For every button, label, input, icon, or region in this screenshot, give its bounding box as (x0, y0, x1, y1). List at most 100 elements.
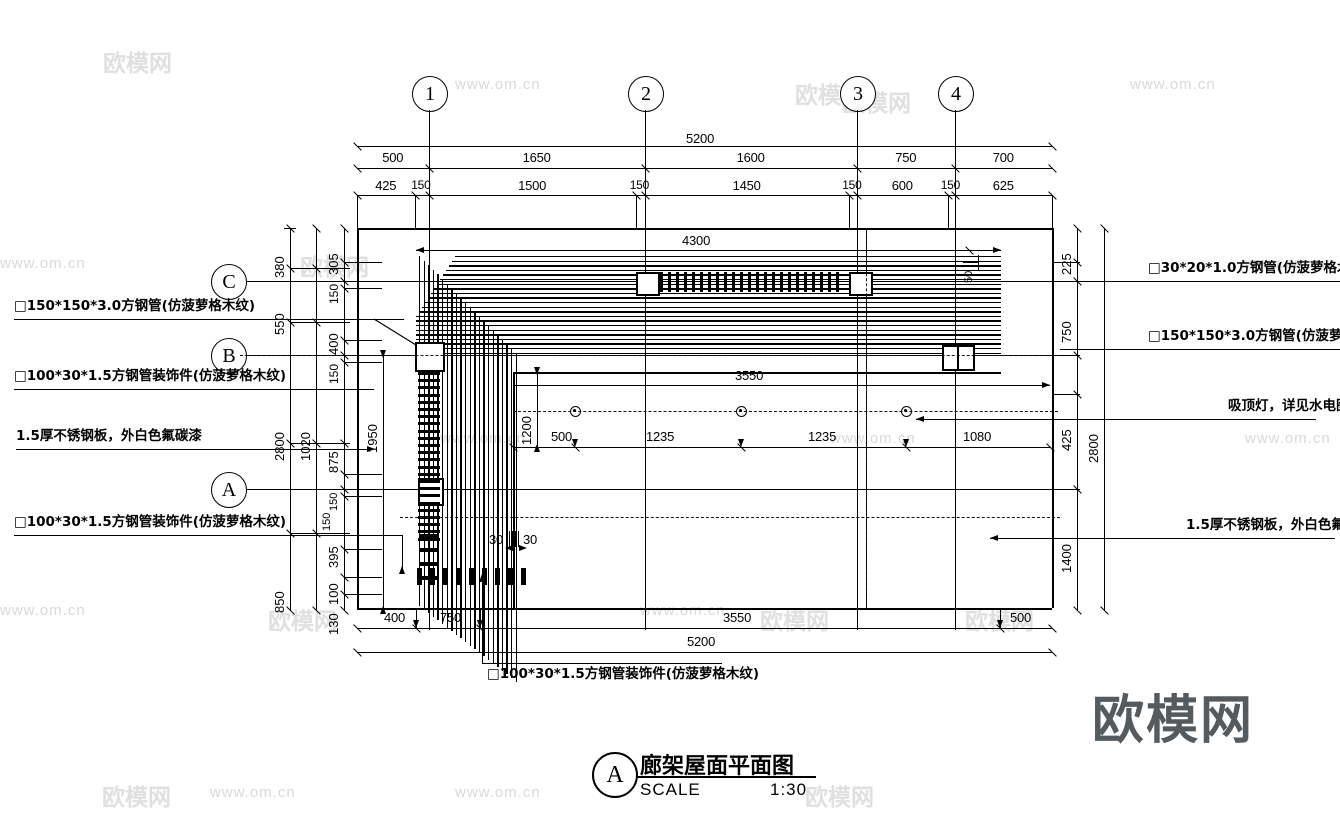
deco-tube-left-8 (418, 429, 440, 433)
centerline-A-low (400, 517, 1060, 518)
dimline-top-row2 (357, 195, 1052, 196)
dim-left-400: 400 (326, 333, 341, 355)
deco-tube-c-21 (828, 272, 831, 292)
dim-arrow (737, 439, 744, 447)
dim-left-875: 875 (326, 451, 341, 473)
roof-slat-vlow-9 (460, 360, 462, 605)
bubble-stem (955, 110, 956, 130)
ceiling-edge-left (513, 372, 515, 608)
dim-top-row2-0: 425 (375, 178, 397, 193)
ext-line (344, 262, 382, 263)
ext-line (357, 195, 358, 229)
dim-arrow (519, 544, 527, 551)
deco-tube-c-14 (772, 272, 775, 292)
ext-line (1000, 608, 1001, 628)
dimline-left-mid (316, 228, 317, 610)
bubble-stem (645, 110, 646, 130)
dimline-3550 (513, 385, 1050, 386)
dim-lamp-1235a: 1235 (646, 429, 675, 444)
dim-arrow (416, 246, 424, 253)
dim-arrow (916, 415, 924, 422)
dim-left-150b: 150 (327, 363, 341, 384)
deco-tube-c-1 (668, 272, 671, 292)
deco-tube-left-9 (418, 436, 440, 440)
bubble-stem (857, 110, 858, 130)
leader-bottom-v (482, 568, 483, 663)
dim-left-150d: 150 (321, 512, 333, 531)
ext-line (1052, 394, 1080, 395)
ext-line (1052, 355, 1080, 356)
deco-tube-row-2 (443, 568, 448, 585)
post-column-c3 (849, 272, 873, 296)
annotation-right-1: □150*150*3.0方钢管(仿菠萝格木纹) (1148, 328, 1340, 344)
watermark-url-7: www.om.cn (640, 602, 726, 619)
deco-tube-left-7 (418, 422, 440, 426)
dim-lamp-1235b: 1235 (808, 429, 837, 444)
dim-lamp-500: 500 (551, 429, 573, 444)
ext-line (1052, 195, 1053, 229)
leader-left-3v (402, 535, 403, 570)
ext-line (1052, 262, 1080, 263)
roof-slat-h-12 (419, 311, 1001, 313)
dim-left-130: 130 (326, 613, 341, 635)
deco-tube-left-22 (418, 530, 440, 534)
title-underline (636, 776, 816, 778)
dim-left-100: 100 (326, 583, 341, 605)
watermark-url-9: www.om.cn (455, 784, 541, 801)
deco-tube-c-12 (756, 272, 759, 292)
deco-tube-left-12 (418, 458, 440, 462)
roof-slat-h-19 (416, 343, 1001, 345)
deco-tube-left-23 (418, 537, 440, 541)
deco-tube-left-21 (418, 523, 440, 527)
dim-small-50: 50 (963, 270, 975, 283)
dim-left-150a: 150 (327, 283, 341, 304)
ext-line (344, 362, 382, 363)
deco-tube-c-9 (732, 272, 735, 292)
ext-line (290, 443, 350, 444)
roof-slat-vlow-16 (492, 360, 494, 605)
deco-tube-row-1 (430, 568, 435, 585)
deco-tube-c-18 (804, 272, 807, 292)
roof-slat-vlow-12 (474, 360, 476, 605)
dim-top-row2-2: 1500 (518, 178, 547, 193)
roof-slat-h-1 (452, 260, 1001, 262)
roof-slat-h-8 (431, 292, 1001, 295)
centerline-aux (866, 228, 867, 608)
dim-top-row1-0: 500 (382, 150, 404, 165)
deco-tube-bl-0 (420, 534, 438, 538)
dim-bottom-400: 400 (384, 610, 406, 625)
leader-left-0 (14, 319, 404, 320)
watermark-url-8: www.om.cn (210, 784, 296, 801)
ext-line (415, 195, 416, 229)
roof-slat-h-14 (416, 320, 1001, 322)
ext-line (1052, 489, 1080, 490)
ext-line (344, 340, 382, 341)
watermark-url-2: www.om.cn (0, 255, 86, 272)
annotation-right-2: 吸顶灯，详见水电图 (1228, 398, 1340, 414)
dim-top-row2-6: 600 (891, 178, 913, 193)
dim-arrow (367, 445, 375, 452)
drawing-title: 廊架屋面平面图 (640, 754, 795, 779)
slat-gap-hatch-1 (512, 531, 514, 547)
dim-left-1020: 1020 (298, 432, 313, 461)
dimline-top-row1 (357, 168, 1052, 169)
plan-outline-right (1052, 228, 1054, 608)
plan-outline-top (357, 228, 1052, 230)
ext-line (849, 195, 850, 229)
annotation-bottom-0: □100*30*1.5方钢管装饰件(仿菠萝格木纹) (487, 666, 760, 682)
dim-left-550: 550 (272, 313, 287, 335)
scale-label: SCALE (640, 780, 701, 799)
dimline-lamps (513, 447, 1050, 448)
annotation-right-0: □30*20*1.0方钢管(仿菠萝格木纹) (1148, 260, 1340, 276)
dim-arrow (993, 246, 1001, 253)
dim-top-row2-3: 150 (629, 178, 650, 192)
deco-tube-c-7 (716, 272, 719, 292)
post-column-c2 (636, 272, 660, 296)
ext-line (344, 288, 382, 289)
annotation-left-1: □100*30*1.5方钢管装饰件(仿菠萝格木纹) (14, 368, 287, 384)
dimline-inner-4300 (416, 250, 1001, 251)
dim-lamp-1080: 1080 (963, 429, 992, 444)
deco-tube-row-5 (482, 568, 487, 585)
dim-slat-gap-left: 30 (489, 532, 504, 547)
annotation-right-3: 1.5厚不锈钢板，外白色氟碳漆 (1186, 517, 1340, 533)
